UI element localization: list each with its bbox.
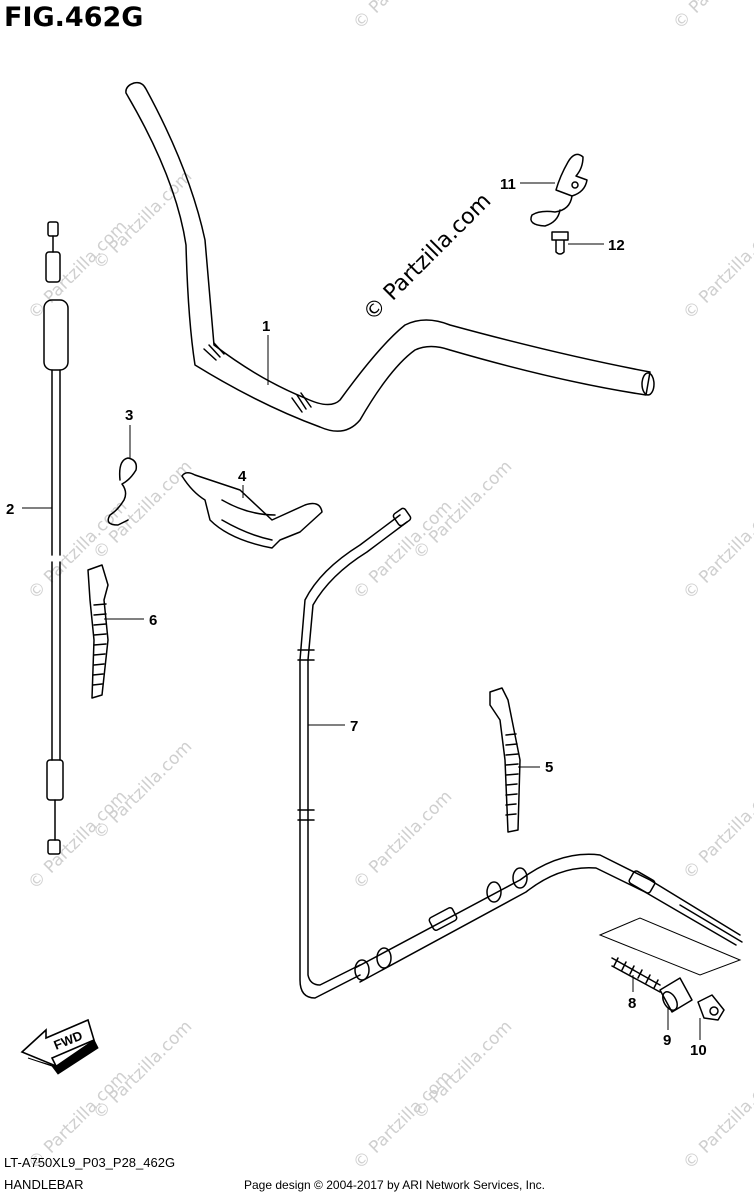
fwd-arrow: FWD: [20, 1018, 99, 1075]
model-code: LT-A750XL9_P03_P28_462G: [4, 1155, 176, 1170]
end-piece-part: [697, 994, 725, 1021]
sleeve-part: [659, 977, 693, 1013]
watermark-tiles: © Partzilla.com © Partzilla.com © Partzi…: [24, 0, 754, 1174]
callout-4: 4: [238, 468, 247, 485]
callout-6: 6: [149, 612, 157, 629]
watermark-main: © Partzilla.com: [359, 189, 497, 327]
callout-1: 1: [262, 318, 270, 335]
spring-clip-part: [107, 457, 138, 526]
watermark-tile: © Partzilla.com: [679, 217, 754, 324]
watermark-tile: © Partzilla.com: [669, 0, 754, 34]
spring-part: [611, 957, 661, 993]
watermark-tile: © Partzilla.com: [679, 1067, 754, 1174]
handlebar-part: [125, 81, 655, 432]
clip-part: [530, 153, 588, 255]
callout-8: 8: [628, 995, 636, 1012]
watermark-tile: © Partzilla.com: [349, 0, 456, 34]
bracket-part: [181, 472, 323, 549]
brake-cable-lower: [354, 853, 743, 983]
callout-5: 5: [545, 759, 553, 776]
watermark-tile: © Partzilla.com: [89, 1017, 196, 1124]
cable-tie-2-part: [489, 687, 521, 833]
assembly-guide: [598, 917, 742, 976]
watermark-tile: © Partzilla.com: [89, 167, 196, 274]
callout-7: 7: [350, 718, 358, 735]
throttle-cable-part: [43, 221, 69, 855]
callout-10: 10: [690, 1042, 707, 1059]
watermark-tile: © Partzilla.com: [679, 497, 754, 604]
callout-3: 3: [125, 407, 133, 424]
callout-11: 11: [500, 176, 516, 193]
callout-12: 12: [608, 237, 625, 254]
section-name: HANDLEBAR: [4, 1177, 84, 1192]
figure-title: FIG.462G: [4, 2, 144, 33]
cable-tie-part: [87, 564, 109, 699]
watermark-tile: © Partzilla.com: [679, 777, 754, 884]
brake-cable-part: [297, 507, 412, 999]
watermark-tile: © Partzilla.com: [349, 787, 456, 894]
watermark-tile: © Partzilla.com: [409, 1017, 516, 1124]
watermark-tile: © Partzilla.com: [409, 457, 516, 564]
leader-lines: [22, 182, 701, 1040]
credit-line: Page design © 2004-2017 by ARI Network S…: [244, 1178, 546, 1192]
callouts: 1 2 3 4 5 6 7 8 9 10 11 12: [6, 176, 707, 1059]
watermark-tile: © Partzilla.com: [349, 497, 456, 604]
callout-2: 2: [6, 501, 14, 518]
watermark-tile: © Partzilla.com: [89, 737, 196, 844]
callout-9: 9: [663, 1032, 671, 1049]
